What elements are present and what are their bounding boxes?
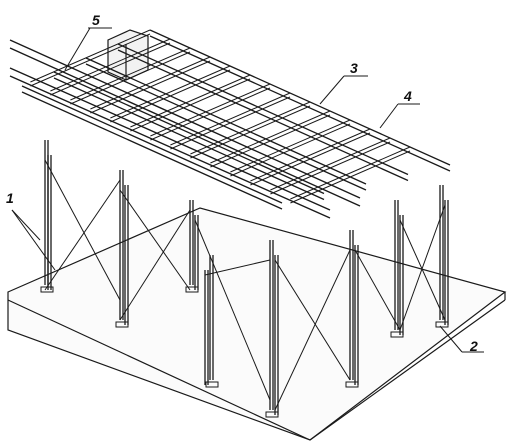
joist [50, 42, 171, 96]
brace [354, 249, 401, 331]
joist [290, 146, 411, 200]
beam-line [53, 77, 325, 201]
joist [70, 51, 191, 105]
joist [30, 33, 151, 87]
diagonal-braces [44, 159, 446, 411]
joist [170, 96, 291, 150]
base-plate [345, 381, 359, 388]
joist [130, 74, 251, 128]
base-plate [390, 331, 404, 338]
brace [119, 189, 191, 291]
joist [250, 132, 371, 186]
joist [190, 105, 311, 159]
joist [270, 141, 391, 195]
base-plates [40, 286, 449, 418]
callout-2: 2 [470, 338, 478, 354]
brace [44, 159, 121, 301]
joist [250, 128, 371, 182]
joist [110, 69, 231, 123]
joist [150, 87, 271, 141]
beam-line [149, 35, 451, 172]
base-plate [115, 321, 129, 328]
ground-slab [7, 207, 507, 441]
brace [119, 209, 191, 321]
joist [110, 65, 231, 119]
cross-joists [30, 29, 411, 204]
joist [130, 78, 251, 132]
base-plate [205, 381, 219, 388]
joist [70, 47, 191, 101]
brace [399, 204, 446, 331]
joist [90, 60, 211, 114]
brace [274, 259, 351, 381]
leader-lines [11, 27, 484, 353]
joist [290, 150, 411, 204]
beam-line [21, 91, 283, 210]
base-plate [40, 286, 54, 293]
joist [150, 83, 271, 137]
callout-3: 3 [350, 60, 358, 76]
brace [194, 219, 271, 401]
callout-1: 1 [6, 190, 14, 206]
beam-line [53, 71, 325, 195]
beam-line [149, 29, 451, 166]
beam-line [21, 85, 283, 204]
joist [230, 123, 351, 177]
handrail-tubes [9, 39, 361, 219]
brace [204, 259, 271, 276]
joist [190, 101, 311, 155]
callout-4: 4 [404, 88, 412, 104]
base-plate [185, 286, 199, 293]
base-plate [265, 411, 279, 418]
joist [230, 119, 351, 173]
joist [90, 56, 211, 110]
base-plate [435, 321, 449, 328]
joist [210, 110, 331, 164]
joist [270, 137, 391, 191]
brace [44, 179, 121, 291]
joist [30, 29, 151, 83]
joist [210, 114, 331, 168]
beam-line [117, 49, 409, 182]
brace [399, 219, 446, 321]
joist [170, 92, 291, 146]
callout-5: 5 [92, 12, 100, 28]
brace [274, 249, 351, 411]
joist [50, 38, 171, 92]
